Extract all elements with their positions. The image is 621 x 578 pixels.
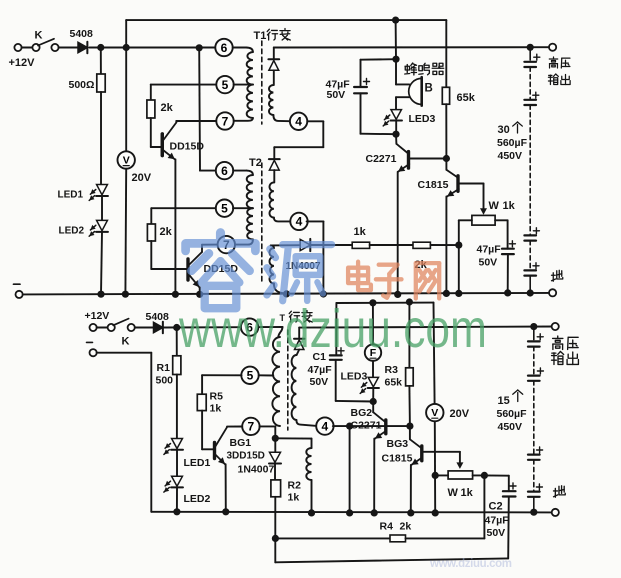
svg-text:www.dziuu.com: www.dziuu.com xyxy=(178,299,487,359)
svg-text:50V: 50V xyxy=(487,527,506,539)
svg-text:C1815: C1815 xyxy=(418,179,449,191)
svg-text:2k: 2k xyxy=(400,521,412,533)
svg-text:C2271: C2271 xyxy=(351,420,382,432)
svg-text:6: 6 xyxy=(221,164,228,178)
svg-text:2k: 2k xyxy=(161,102,174,114)
svg-text:B: B xyxy=(425,83,433,95)
svg-text:C1815: C1815 xyxy=(382,453,413,465)
svg-text:560µF: 560µF xyxy=(497,408,528,420)
svg-text:+12V: +12V xyxy=(9,57,36,69)
svg-text:65k: 65k xyxy=(457,92,476,104)
svg-text:1N4007: 1N4007 xyxy=(238,464,275,476)
svg-text:47µF: 47µF xyxy=(308,364,333,376)
svg-text:C2: C2 xyxy=(489,501,503,513)
svg-text:50V: 50V xyxy=(327,89,346,101)
svg-text:4: 4 xyxy=(322,419,329,433)
svg-text:R4: R4 xyxy=(380,521,394,533)
svg-text:4: 4 xyxy=(295,115,302,129)
svg-text:2k: 2k xyxy=(160,226,173,238)
svg-text:www.dziuu.com: www.dziuu.com xyxy=(429,558,512,570)
svg-text:5408: 5408 xyxy=(146,311,170,323)
svg-text:DD15D: DD15D xyxy=(170,141,205,153)
svg-text:T2: T2 xyxy=(249,157,262,169)
svg-text:R2: R2 xyxy=(288,480,302,492)
svg-text:+12V: +12V xyxy=(85,310,110,322)
svg-text:50V: 50V xyxy=(310,376,329,388)
svg-text:V: V xyxy=(431,407,438,419)
svg-text:V: V xyxy=(123,154,130,166)
svg-text:LED3: LED3 xyxy=(409,113,436,125)
svg-text:LED1: LED1 xyxy=(184,457,211,469)
svg-text:500Ω: 500Ω xyxy=(69,79,95,91)
svg-text:3DD15D: 3DD15D xyxy=(227,451,265,462)
svg-text:1k: 1k xyxy=(210,403,222,415)
svg-text:BG2: BG2 xyxy=(351,407,373,419)
svg-text:W: W xyxy=(448,487,459,499)
svg-text:5: 5 xyxy=(222,78,229,92)
svg-text:R5: R5 xyxy=(210,391,224,403)
svg-text:47µF: 47µF xyxy=(326,79,351,91)
svg-text:BG3: BG3 xyxy=(387,438,409,450)
svg-text:R1: R1 xyxy=(157,362,171,374)
svg-text:20V: 20V xyxy=(450,408,470,420)
svg-text:47µF: 47µF xyxy=(485,515,510,527)
svg-text:LED3: LED3 xyxy=(341,371,368,383)
svg-text:7: 7 xyxy=(248,420,255,434)
svg-text:50V: 50V xyxy=(479,257,498,269)
svg-text:5: 5 xyxy=(221,202,228,216)
svg-text:R3: R3 xyxy=(385,364,399,376)
svg-text:5: 5 xyxy=(247,369,254,383)
svg-text:K: K xyxy=(35,30,43,42)
svg-text:C1: C1 xyxy=(313,351,327,363)
svg-text:20V: 20V xyxy=(132,172,152,184)
svg-text:450V: 450V xyxy=(498,421,523,433)
svg-text:4: 4 xyxy=(296,215,303,229)
svg-text:1k: 1k xyxy=(503,200,516,212)
svg-text:7: 7 xyxy=(222,114,229,128)
svg-text:BG1: BG1 xyxy=(230,437,252,449)
svg-text:W: W xyxy=(489,200,500,212)
svg-text:1k: 1k xyxy=(288,492,300,504)
svg-text:65k: 65k xyxy=(385,377,403,389)
svg-text:C2271: C2271 xyxy=(366,153,397,165)
svg-text:6: 6 xyxy=(221,41,228,55)
svg-text:LED2: LED2 xyxy=(184,493,211,505)
svg-text:500: 500 xyxy=(156,375,174,387)
svg-text:47µF: 47µF xyxy=(477,244,502,256)
svg-text:LED1: LED1 xyxy=(58,190,84,201)
svg-text:T: T xyxy=(280,313,286,323)
svg-text:F: F xyxy=(370,347,377,359)
svg-text:30: 30 xyxy=(498,124,510,136)
svg-text:1k: 1k xyxy=(354,226,367,238)
svg-text:1k: 1k xyxy=(461,487,474,499)
svg-text:450V: 450V xyxy=(498,150,523,162)
svg-text:LED2: LED2 xyxy=(59,226,85,237)
svg-text:T1: T1 xyxy=(254,30,267,42)
svg-text:15: 15 xyxy=(498,395,510,407)
svg-text:K: K xyxy=(122,336,130,348)
svg-text:6: 6 xyxy=(246,320,253,334)
svg-text:560µF: 560µF xyxy=(497,137,528,149)
svg-text:5408: 5408 xyxy=(70,28,94,40)
